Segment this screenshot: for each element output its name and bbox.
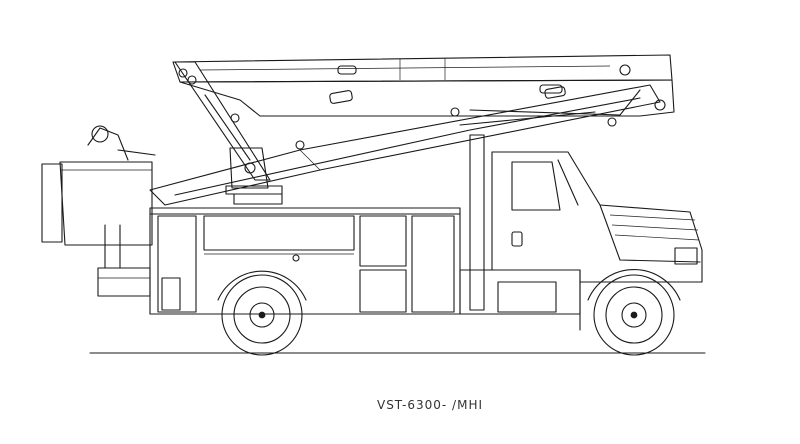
boom-linkage xyxy=(174,61,641,181)
lower-boom xyxy=(149,84,661,206)
rear-wheel xyxy=(217,270,307,356)
turntable xyxy=(225,147,283,205)
bucket xyxy=(41,125,156,269)
front-wheel xyxy=(587,269,681,356)
model-caption: VST-6300- /MHI xyxy=(376,398,484,412)
cab xyxy=(491,151,703,331)
upper-boom xyxy=(172,54,675,127)
